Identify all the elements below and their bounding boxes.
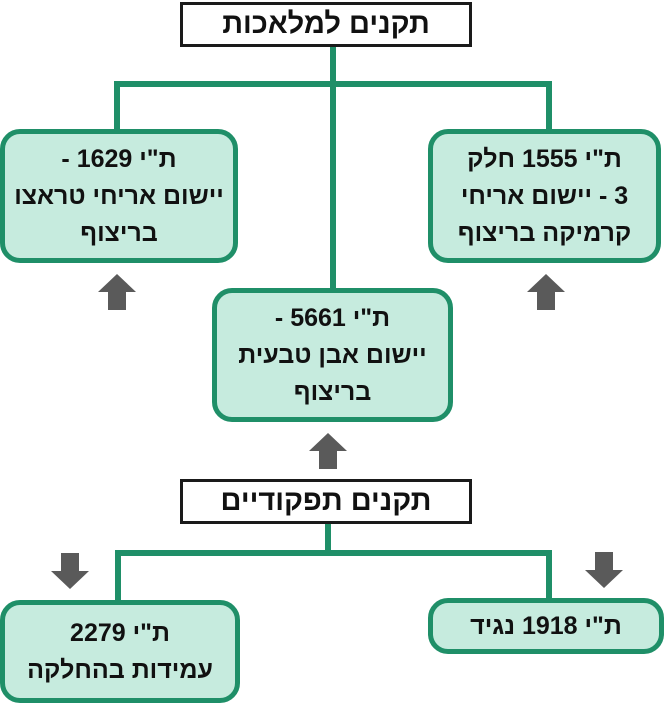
arrow-up-icon bbox=[98, 274, 136, 310]
node-line: ת"י 1918 נגיד bbox=[470, 611, 622, 640]
arrow-up-icon bbox=[309, 433, 347, 469]
node-line: בריצוף bbox=[80, 218, 158, 247]
arrow-up-icon bbox=[527, 274, 565, 310]
node-line: ת"י 5661 - bbox=[274, 303, 391, 332]
arrow-down-icon bbox=[585, 552, 623, 588]
node-natural-stone: ת"י 5661 - יישום אבן טבעית בריצוף bbox=[212, 288, 453, 422]
node-slip-resistance-1918: ת"י 1918 נגיד bbox=[428, 598, 664, 654]
node-ceramic-tiles: ת"י 1555 חלק 3 - יישום אריחי קרמיקה בריצ… bbox=[428, 129, 661, 263]
node-line: עמידות בהחלקה bbox=[27, 655, 213, 684]
arrow-down-icon bbox=[51, 553, 89, 589]
bottom-title-text: תקנים תפקודיים bbox=[220, 485, 432, 517]
node-line: בריצוף bbox=[293, 377, 372, 406]
node-line: קרמיקה בריצוף bbox=[457, 218, 632, 247]
node-line: 3 - יישום אריחי bbox=[460, 181, 629, 210]
node-terrazzo: ת"י 1629 - יישום אריחי טראצו בריצוף bbox=[0, 129, 238, 263]
node-line: ת"י 1629 - bbox=[61, 144, 177, 173]
node-slip-resistance-2279: ת"י 2279 עמידות בהחלקה bbox=[0, 600, 240, 703]
node-line: ת"י 2279 bbox=[70, 618, 170, 647]
node-line: ת"י 1555 חלק bbox=[467, 144, 622, 173]
node-line: יישום אבן טבעית bbox=[238, 340, 427, 369]
bottom-title: תקנים תפקודיים bbox=[180, 479, 472, 524]
top-title-text: תקנים למלאכות bbox=[222, 8, 430, 40]
top-title: תקנים למלאכות bbox=[180, 2, 472, 47]
node-line: יישום אריחי טראצו bbox=[14, 181, 224, 210]
